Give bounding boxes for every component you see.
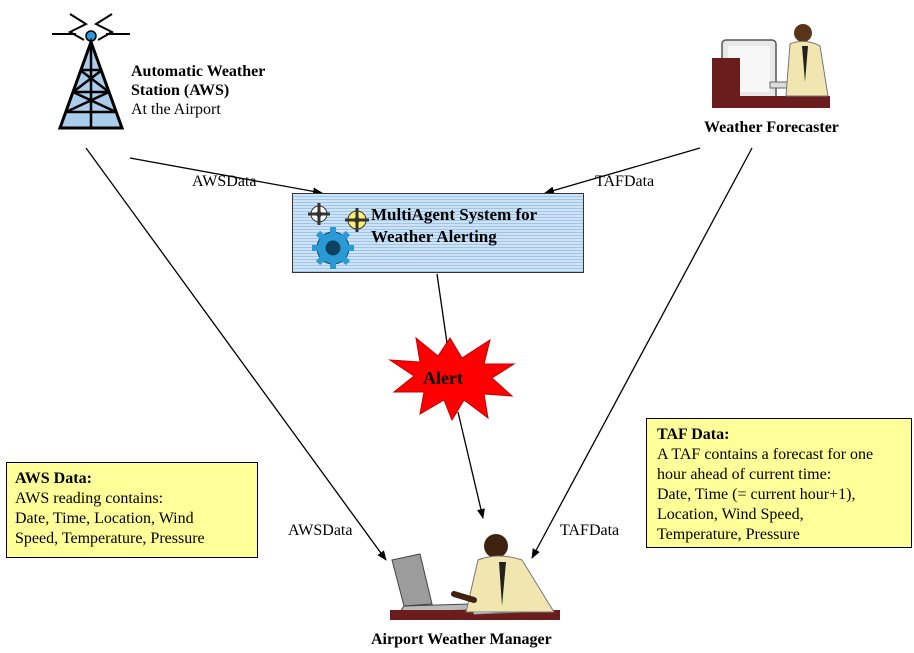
aws-location: At the Airport: [131, 101, 221, 118]
edge-label-aws-to-mas: AWSData: [192, 173, 257, 190]
arrow-alert-to-manager: [457, 411, 485, 519]
aws-note-title: AWS Data:: [15, 470, 92, 487]
taf-note-line: hour ahead of current time:: [657, 466, 832, 483]
aws-note-line: Date, Time, Location, Wind: [15, 510, 194, 527]
aws-note-line: AWS reading contains:: [15, 490, 164, 507]
taf-note-line: Date, Time (= current hour+1),: [657, 486, 856, 503]
taf-note-title: TAF Data:: [657, 426, 730, 443]
manager-label: Airport Weather Manager: [371, 631, 552, 648]
multiagent-system-box: MultiAgent System for Weather Alerting: [292, 193, 584, 273]
taf-data-note: TAF Data: A TAF contains a forecast for …: [646, 418, 912, 548]
taf-note-line: A TAF contains a forecast for one: [657, 446, 874, 463]
arrow-forecaster-to-mas: [544, 147, 701, 195]
taf-note-line: Temperature, Pressure: [657, 526, 800, 543]
alert-label: Alert: [423, 368, 463, 388]
mas-title-line2: Weather Alerting: [371, 227, 497, 246]
edge-label-taf-to-manager: TAFData: [560, 522, 620, 539]
arrow-forecaster-to-manager: [531, 147, 753, 559]
gears-icon: [308, 203, 369, 269]
aws-data-note: AWS Data: AWS reading contains: Date, Ti…: [6, 462, 258, 558]
edge-label-taf-to-mas: TAFData: [595, 173, 655, 190]
edge-label-aws-to-manager: AWSData: [288, 522, 353, 539]
arrow-aws-to-manager: [85, 147, 387, 561]
aws-name-line2: Station (AWS): [131, 82, 230, 99]
arrow-aws-to-mas: [129, 157, 323, 196]
mas-title-line1: MultiAgent System for: [371, 205, 538, 224]
aws-name-line1: Automatic Weather: [131, 63, 266, 80]
arrow-mas-to-alert: [436, 273, 449, 351]
taf-note-line: Location, Wind Speed,: [657, 506, 804, 523]
aws-note-line: Speed, Temperature, Pressure: [15, 530, 205, 547]
forecaster-label: Weather Forecaster: [704, 119, 839, 136]
